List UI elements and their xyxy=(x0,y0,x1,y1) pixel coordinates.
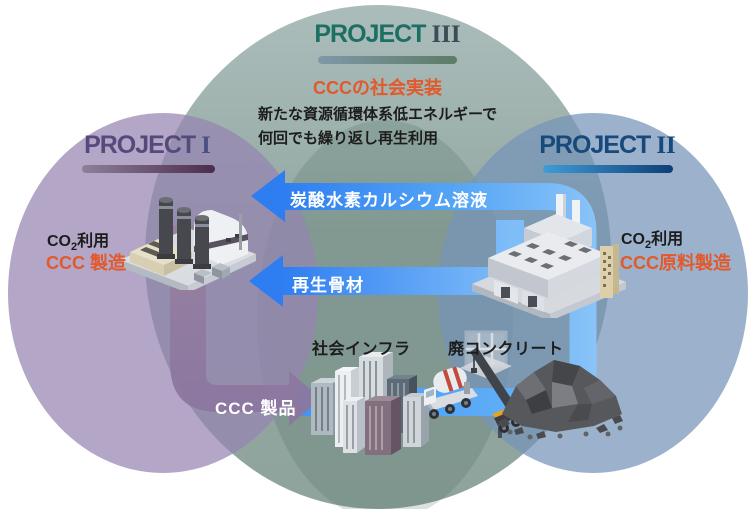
project3-underline xyxy=(318,56,457,64)
project3-description: 新たな資源循環体系低エネルギーで 何回でも繰り返し再生利用 xyxy=(258,103,497,151)
project2-role-label: CCC原料製造 xyxy=(620,253,731,273)
flow-label-solution: 炭酸水素カルシウム溶液 xyxy=(290,191,488,210)
co2-suffix: 利用 xyxy=(77,233,110,250)
infrastructure-buildings-icon xyxy=(311,352,429,455)
project1-role-label: CCC 製造 xyxy=(46,253,126,273)
flow-label-aggregate: 再生骨材 xyxy=(292,276,364,295)
site-label-infrastructure: 社会インフラ xyxy=(312,341,411,358)
co2-subscript: 2 xyxy=(645,239,652,252)
project3-name: PROJECT xyxy=(314,20,426,48)
site-label-waste-concrete: 廃コンクリート xyxy=(448,341,564,358)
project2-co2-label: CO2利用 xyxy=(621,225,683,251)
co2-prefix: CO xyxy=(47,233,71,250)
ccc-plant-icon xyxy=(120,197,256,290)
project2-numeral: II xyxy=(656,132,676,159)
co2-prefix: CO xyxy=(621,231,645,248)
project1-underline xyxy=(82,165,215,173)
flow-label-product: CCC 製品 xyxy=(215,399,297,418)
raw-material-plant-icon xyxy=(472,194,626,318)
solution-arrowhead-icon xyxy=(251,170,285,222)
project3-numeral: III xyxy=(431,21,461,48)
project2-underline xyxy=(543,165,673,173)
aggregate-arrowhead-icon xyxy=(249,255,283,307)
project1-numeral: I xyxy=(201,132,211,159)
mixer-truck-icon xyxy=(424,366,478,419)
project3-desc-line2: 何回でも繰り返し再生利用 xyxy=(258,130,439,147)
concrete-rubble-icon xyxy=(498,360,623,440)
co2-subscript: 2 xyxy=(71,241,78,254)
project3-desc-line1: 新たな資源循環体系低エネルギーで xyxy=(258,106,498,123)
project2-name: PROJECT xyxy=(539,131,651,159)
co2-suffix: 利用 xyxy=(651,231,684,248)
project1-name: PROJECT xyxy=(84,131,196,159)
project1-co2-label: CO2利用 xyxy=(47,227,109,253)
project3-subtitle: CCCの社会実装 xyxy=(313,78,442,98)
